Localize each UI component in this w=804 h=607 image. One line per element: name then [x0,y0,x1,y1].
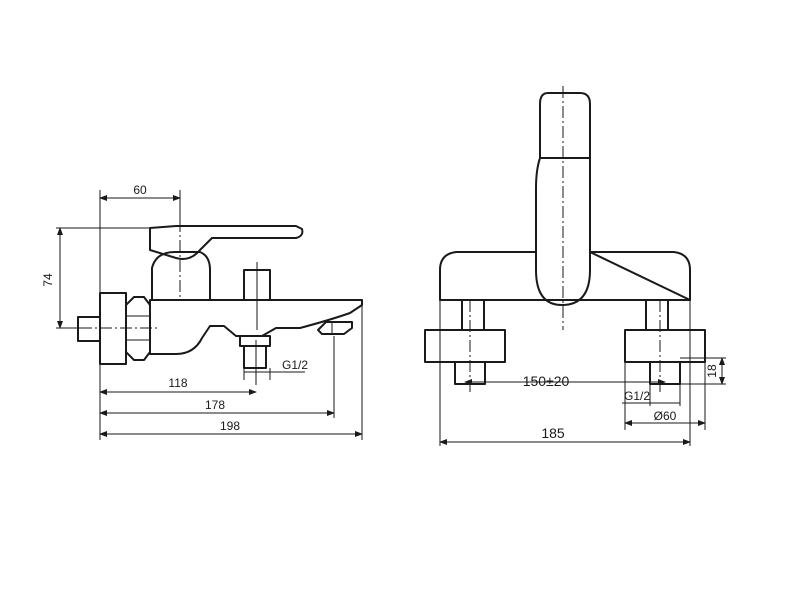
dim-o60: Ø60 [654,409,677,423]
front-right-nut [624,329,706,363]
front-right-stem [645,299,669,331]
side-view: 60 74 G1/2 118 178 198 [41,183,363,440]
dim-74: 74 [41,273,55,287]
front-left-stem [461,299,485,331]
dim-185: 185 [541,425,565,441]
side-spout-outlet [317,321,353,335]
side-hose-thread [243,345,267,369]
side-inlet-pipe [77,316,101,342]
dim-g12-front: G1/2 [624,389,650,403]
front-lever [539,92,591,159]
front-left-nut [424,329,506,363]
dim-18: 18 [705,364,719,378]
side-hose-connector [239,335,271,347]
dim-198: 198 [220,419,240,433]
front-body [439,251,691,301]
front-right-inlet [649,361,681,385]
dim-118: 118 [168,376,187,390]
side-lever [149,225,304,260]
side-cartridge [151,251,211,301]
dim-178: 178 [205,398,225,412]
dim-g12-side: G1/2 [282,358,308,372]
dim-150: 150±20 [523,373,570,389]
front-view: 150±20 18 G1/2 Ø60 185 [424,86,726,446]
dim-60: 60 [133,183,147,197]
front-lever-neck [535,157,591,306]
